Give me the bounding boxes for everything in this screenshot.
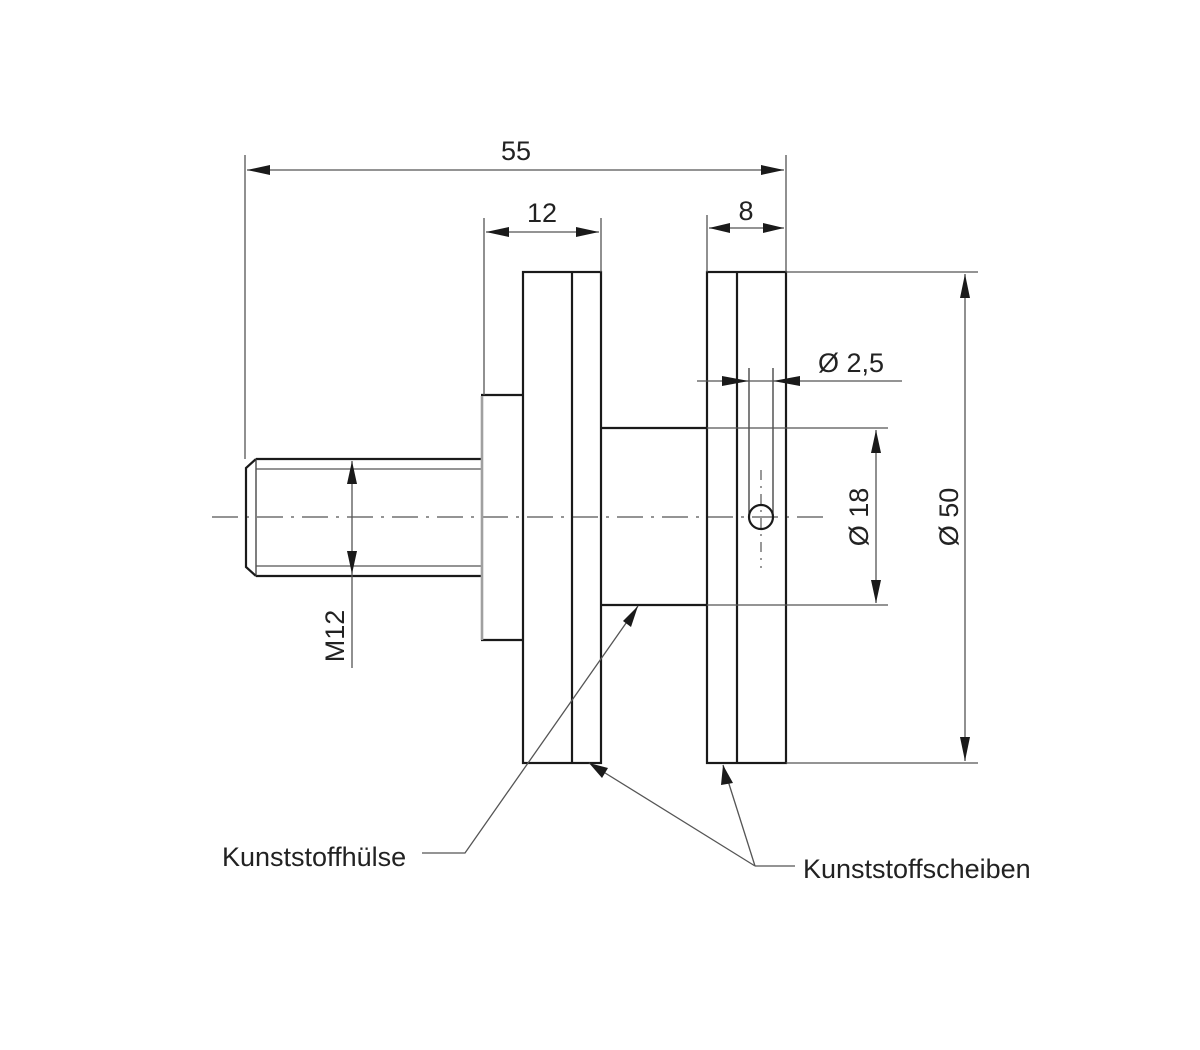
plastic-sleeve [601, 426, 707, 607]
leader-sleeve: Kunststoffhülse [222, 605, 639, 872]
right-disc [705, 270, 788, 765]
threaded-stud [244, 457, 481, 578]
dim-shaft-text: Ø 18 [844, 488, 874, 547]
leader-discs: Kunststoffscheiben [588, 762, 1031, 884]
dim-8-text: 8 [738, 196, 753, 226]
center-lines [212, 470, 830, 568]
dimension-shaft-diameter: Ø 18 [707, 427, 888, 606]
hub [480, 393, 523, 642]
dimension-hole-diameter: Ø 2,5 [697, 348, 902, 386]
left-flange [521, 270, 603, 765]
dimension-flange-width: 12 [483, 198, 602, 395]
dim-disc-text: Ø 50 [934, 488, 964, 547]
dimension-disc-diameter: Ø 50 [786, 271, 978, 764]
label-discs: Kunststoffscheiben [803, 854, 1031, 884]
label-sleeve: Kunststoffhülse [222, 842, 406, 872]
dimension-thread: M12 [320, 461, 357, 668]
dim-hole-text: Ø 2,5 [818, 348, 884, 378]
cross-hole [747, 503, 775, 531]
dim-thread-text: M12 [320, 610, 350, 663]
dim-55-text: 55 [501, 136, 531, 166]
dimension-overall-length: 55 [244, 136, 787, 459]
dim-12-text: 12 [527, 198, 557, 228]
dimension-disc-width: 8 [706, 196, 784, 272]
